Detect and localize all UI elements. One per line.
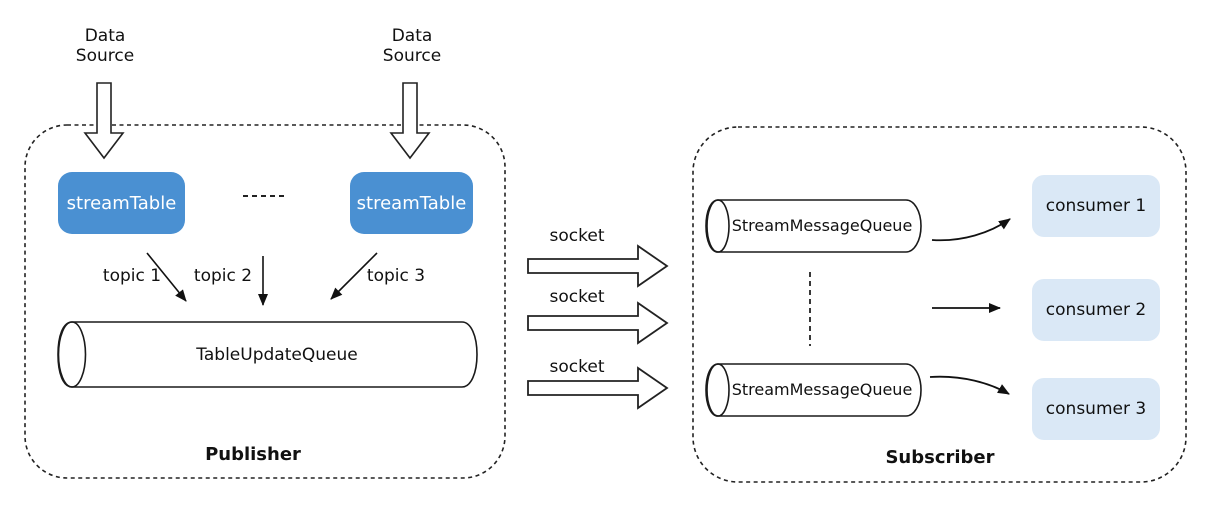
stream-table-node-1: streamTable bbox=[58, 172, 185, 234]
topic-2-label: topic 2 bbox=[193, 266, 253, 286]
socket-arrow-icon bbox=[527, 366, 669, 410]
table-update-queue-cylinder-lid bbox=[57, 321, 87, 388]
stream-message-queue-cylinder-1-lid bbox=[706, 199, 730, 253]
stream-table-node-2: streamTable bbox=[350, 172, 473, 234]
publisher-title: Publisher bbox=[205, 444, 301, 465]
consumer-node-3: consumer 3 bbox=[1032, 378, 1160, 440]
stream-message-queue-cylinder-1 bbox=[705, 199, 922, 253]
socket-arrow-icon bbox=[527, 244, 669, 288]
queue-to-consumer-1-arrow bbox=[931, 218, 1011, 242]
topic-1-label: topic 1 bbox=[102, 266, 162, 286]
data-source-arrow-icon bbox=[83, 82, 125, 160]
publisher-container-border bbox=[24, 124, 506, 479]
stream-message-queue-label-1: StreamMessageQueue bbox=[731, 216, 913, 235]
consumer-node-2: consumer 2 bbox=[1032, 279, 1160, 341]
stream-message-queue-label-2: StreamMessageQueue bbox=[731, 380, 913, 399]
topic-1-arrow bbox=[146, 252, 187, 302]
data-source-arrow-icon bbox=[389, 82, 431, 160]
socket-arrow-icon bbox=[527, 301, 669, 345]
topic-3-label: topic 3 bbox=[366, 266, 426, 286]
socket-label-2: socket bbox=[549, 287, 605, 307]
consumer-node-1: consumer 1 bbox=[1032, 175, 1160, 237]
subscriber-title: Subscriber bbox=[885, 447, 995, 468]
queue-to-consumer-3-arrow bbox=[929, 375, 1010, 395]
socket-label-3: socket bbox=[549, 357, 605, 377]
socket-label-1: socket bbox=[549, 226, 605, 246]
data-source-label-2: Data Source bbox=[382, 26, 442, 67]
stream-message-queue-cylinder-2-lid bbox=[706, 363, 730, 417]
stream-message-queue-cylinder-2 bbox=[705, 363, 922, 417]
data-source-label-1: Data Source bbox=[75, 26, 135, 67]
table-update-queue-label: TableUpdateQueue bbox=[196, 345, 358, 365]
topic-3-arrow bbox=[330, 252, 378, 300]
